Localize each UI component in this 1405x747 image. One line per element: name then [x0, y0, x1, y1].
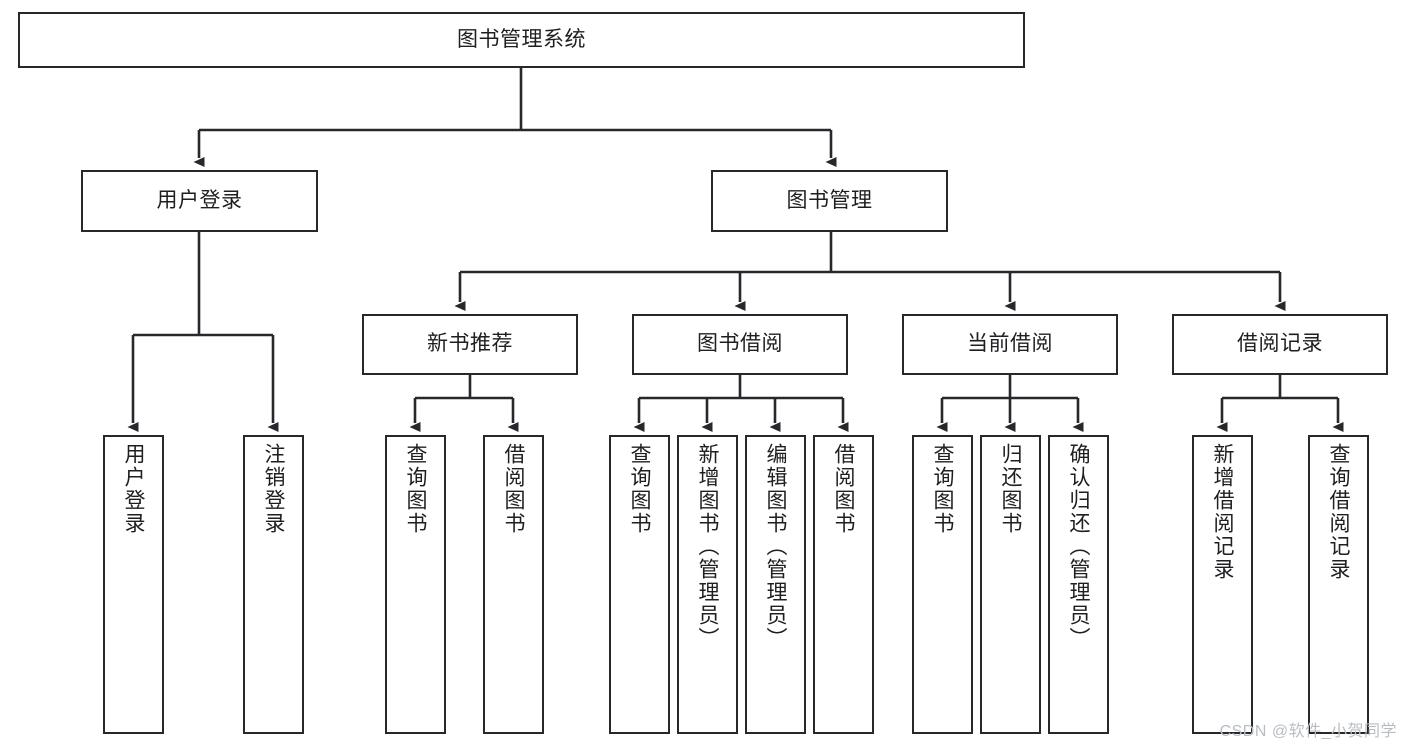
- node-leaf-current-confirm-return-admin[interactable]: 确认归还（管理员）: [1048, 435, 1109, 734]
- node-current-borrow[interactable]: 当前借阅: [902, 314, 1118, 375]
- node-leaf-user-login-signin[interactable]: 用户登录: [103, 435, 164, 734]
- node-book-borrow[interactable]: 图书借阅: [632, 314, 848, 375]
- node-label: 查询图书: [628, 443, 651, 535]
- node-book-management[interactable]: 图书管理: [711, 170, 948, 232]
- node-label: 查询图书: [931, 443, 954, 535]
- node-new-book-recommend[interactable]: 新书推荐: [362, 314, 578, 375]
- node-label: 借阅图书: [502, 443, 525, 535]
- node-label: 编辑图书（管理员）: [764, 443, 787, 650]
- node-leaf-record-query-record[interactable]: 查询借阅记录: [1308, 435, 1369, 734]
- node-leaf-borrow-borrow-book[interactable]: 借阅图书: [813, 435, 874, 734]
- node-label: 新增借阅记录: [1211, 443, 1234, 581]
- node-label: 图书管理: [786, 188, 873, 212]
- node-label: 查询借阅记录: [1327, 443, 1350, 581]
- node-label: 确认归还（管理员）: [1067, 443, 1090, 650]
- node-label: 图书管理系统: [457, 27, 586, 51]
- node-label: 用户登录: [122, 443, 145, 535]
- node-leaf-record-add-record[interactable]: 新增借阅记录: [1192, 435, 1253, 734]
- node-label: 图书借阅: [697, 332, 783, 356]
- node-leaf-borrow-query-book[interactable]: 查询图书: [609, 435, 670, 734]
- node-label: 查询图书: [404, 443, 427, 535]
- node-label: 用户登录: [156, 188, 243, 212]
- node-label: 当前借阅: [967, 332, 1053, 356]
- node-leaf-new-book-query[interactable]: 查询图书: [385, 435, 446, 734]
- node-leaf-current-return-book[interactable]: 归还图书: [980, 435, 1041, 734]
- node-user-login[interactable]: 用户登录: [81, 170, 318, 232]
- node-label: 新书推荐: [427, 332, 513, 356]
- node-leaf-new-book-borrow[interactable]: 借阅图书: [483, 435, 544, 734]
- node-root-book-management-system[interactable]: 图书管理系统: [18, 12, 1025, 68]
- node-label: 注销登录: [262, 443, 285, 535]
- node-borrow-record[interactable]: 借阅记录: [1172, 314, 1388, 375]
- node-leaf-current-query-book[interactable]: 查询图书: [912, 435, 973, 734]
- node-leaf-borrow-add-book-admin[interactable]: 新增图书（管理员）: [677, 435, 738, 734]
- watermark-csdn: CSDN @软件_小贺同学: [1219, 723, 1397, 740]
- node-label: 归还图书: [999, 443, 1022, 535]
- node-leaf-user-login-signout[interactable]: 注销登录: [243, 435, 304, 734]
- node-label: 借阅图书: [832, 443, 855, 535]
- node-label: 借阅记录: [1237, 332, 1323, 356]
- node-leaf-borrow-edit-book-admin[interactable]: 编辑图书（管理员）: [745, 435, 806, 734]
- node-label: 新增图书（管理员）: [696, 443, 719, 650]
